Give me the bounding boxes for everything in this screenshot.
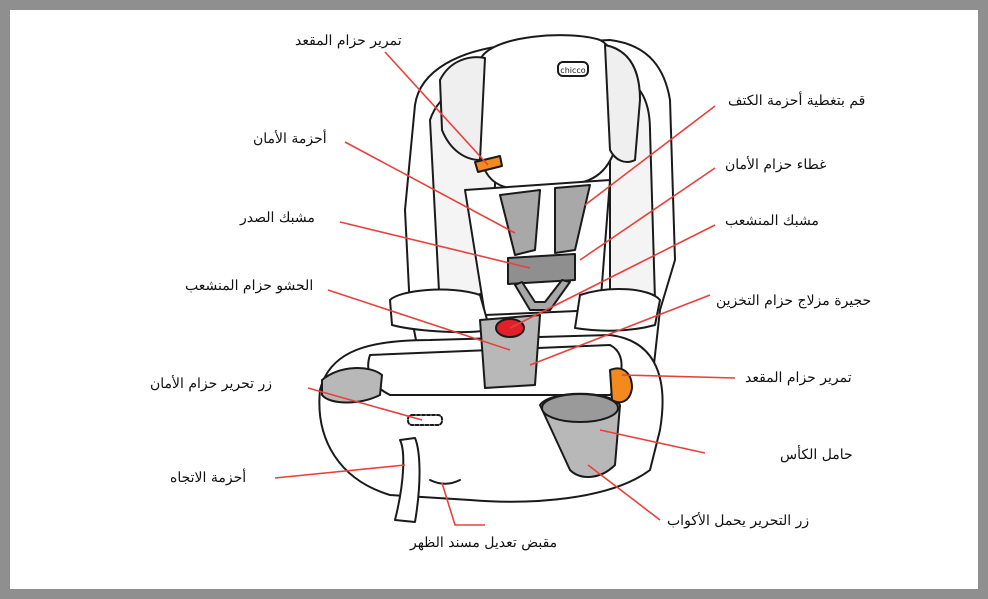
diagram-panel: chicco تمرير حزام المقعد أحزمة الأمان مش… xyxy=(10,10,978,589)
left-armrest xyxy=(390,290,490,333)
label-direction-strap: أحزمة الاتجاه xyxy=(170,470,246,486)
left-side-pod xyxy=(322,368,382,402)
label-seat-belt-guide-top: تمرير حزام المقعد xyxy=(295,33,402,49)
label-harness: أحزمة الأمان xyxy=(253,131,327,147)
harness-release-btn xyxy=(408,415,442,425)
side-belt-guide xyxy=(610,368,632,402)
label-cup-holder-release: زر التحرير يحمل الأكواب xyxy=(667,513,809,529)
label-buckle-storage: حجيرة مزلاج حزام التخزين xyxy=(716,293,871,309)
label-recline-handle: مقبض تعديل مسند الظهر xyxy=(410,535,557,551)
label-crotch-buckle: مشبك المنشعب xyxy=(725,213,819,229)
cup-holder-rim xyxy=(542,394,618,422)
right-armrest xyxy=(575,289,660,331)
label-harness-cover: غطاء حزام الأمان xyxy=(725,157,826,173)
label-chest-clip: مشبك الصدر xyxy=(240,210,315,226)
label-seat-belt-guide-side: تمرير حزام المقعد xyxy=(745,370,852,386)
label-crotch-pad: الحشو حزام المنشعب xyxy=(185,278,313,294)
brand-logo-text: chicco xyxy=(560,66,585,75)
label-shoulder-pads: قم بتغطية أحزمة الكتف xyxy=(728,93,865,109)
chest-clip xyxy=(508,254,575,284)
label-cup-holder: حامل الكأس xyxy=(780,447,853,463)
label-harness-release-button: زر تحرير حزام الأمان xyxy=(150,376,272,392)
